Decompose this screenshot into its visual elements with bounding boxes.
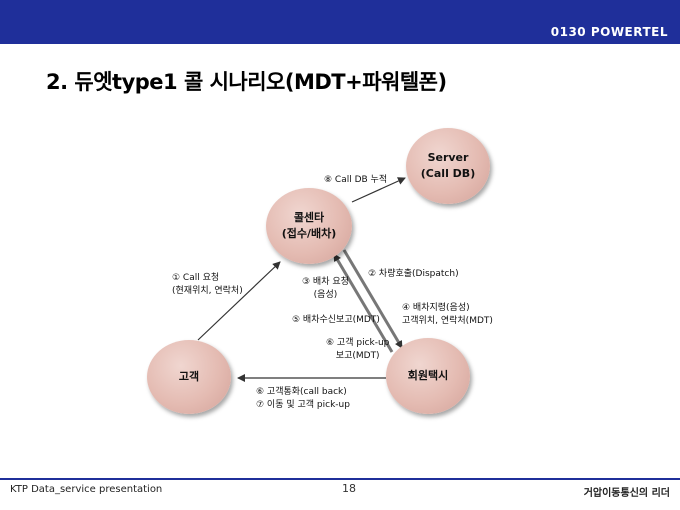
label-step8: ⑧ Call DB 누적	[324, 175, 388, 185]
node-customer: 고객	[147, 340, 231, 414]
node-taxi: 회원택시	[386, 338, 470, 414]
arrow-customer-to-callcenter	[197, 261, 281, 341]
label-step2: ② 차량호출(Dispatch)	[368, 269, 459, 279]
node-callcenter: 콜센타 (접수/배차)	[266, 188, 352, 264]
arrow-taxi-to-callcenter	[332, 253, 394, 353]
footer-divider	[0, 478, 680, 480]
node-server: Server (Call DB)	[406, 128, 490, 204]
label-step5: ⑤ 배차수신보고(MDT)	[292, 315, 380, 325]
label-step3: ③ 배차 요청 (음성)	[302, 277, 349, 301]
label-step6: ⑥ 고객 pick-up 보고(MDT)	[326, 338, 390, 362]
footer-slogan-logo: 거압이동통신의 리더	[583, 488, 670, 499]
label-step67: ⑥ 고객통화(call back) ⑦ 이동 및 고객 pick-up	[256, 387, 350, 411]
arrow-callcenter-to-server	[351, 177, 406, 203]
label-step1: ① Call 요청 (현재위치, 연락처)	[172, 273, 243, 297]
slide-title: 2. 듀엣type1 콜 시나리오(MDT+파워텔폰)	[46, 70, 447, 94]
arrow-callcenter-to-taxi	[342, 249, 404, 349]
label-step4: ④ 배차지령(음성) 고객위치, 연락처(MDT)	[402, 303, 493, 327]
footer-presentation-name: KTP Data_service presentation	[10, 484, 163, 495]
page-number: 18	[342, 482, 356, 495]
brand-label: 0130 POWERTEL	[550, 25, 668, 39]
header-bar: 0130 POWERTEL	[0, 0, 680, 44]
